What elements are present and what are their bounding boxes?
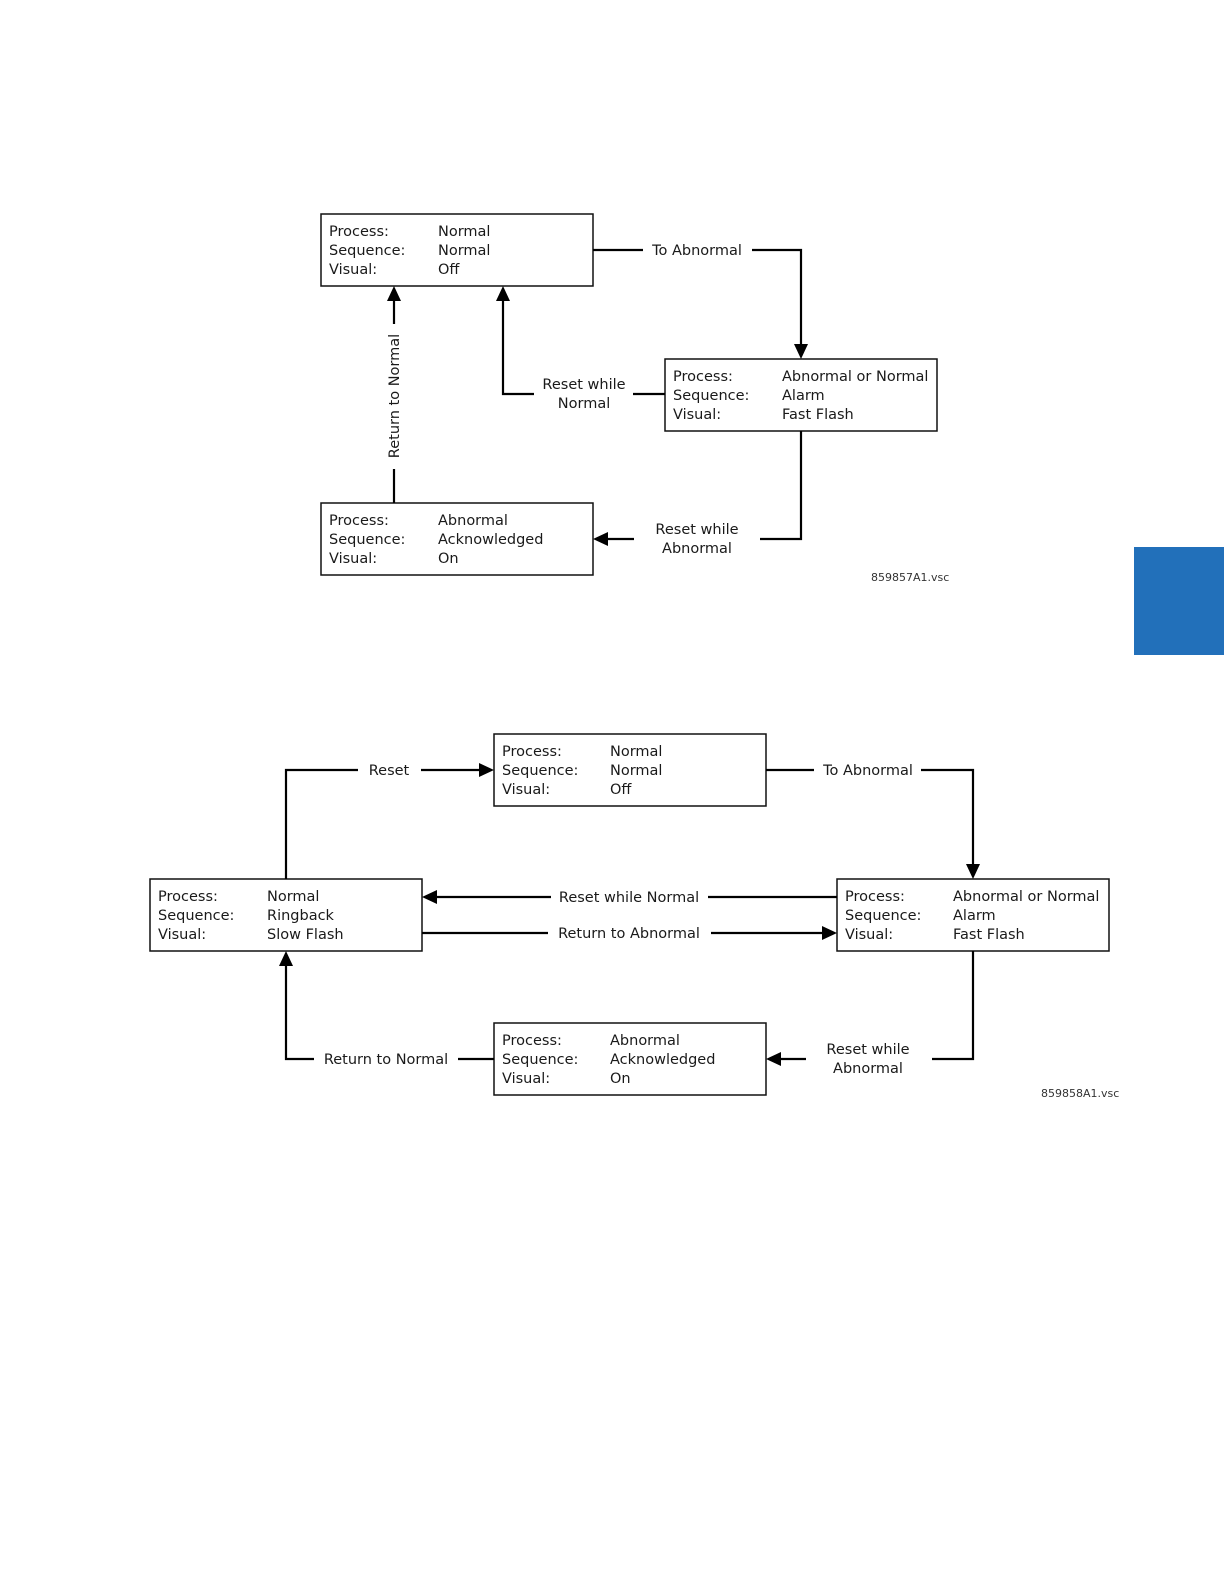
d2-state-normal: Process: Sequence: Visual: Normal Normal… <box>493 733 767 807</box>
transition-label-line-2: Abnormal <box>662 541 732 557</box>
transition-label: Return to Abnormal <box>558 926 700 942</box>
d1-transition-to-abnormal: To Abnormal <box>593 243 808 359</box>
process-value: Abnormal or Normal <box>782 369 928 385</box>
process-value: Abnormal or Normal <box>953 889 1099 905</box>
visual-value: Fast Flash <box>782 407 854 423</box>
transition-label-line-2: Abnormal <box>833 1061 903 1077</box>
sequence-value: Alarm <box>782 388 825 404</box>
transition-label-line-1: Reset while <box>655 522 738 538</box>
transition-label: To Abnormal <box>822 763 913 779</box>
d2-transition-return-to-abnormal: Return to Abnormal <box>422 926 837 942</box>
d1-file-id: 859857A1.vsc <box>871 571 949 584</box>
visual-label: Visual: <box>329 551 377 567</box>
sequence-label: Sequence: <box>502 1052 578 1068</box>
d1-state-acknowledged: Process: Sequence: Visual: Abnormal Ackn… <box>320 502 594 576</box>
d1-transition-reset-while-normal: Reset while Normal <box>496 286 665 412</box>
sequence-label: Sequence: <box>673 388 749 404</box>
visual-value: Slow Flash <box>267 927 344 943</box>
d1-state-alarm: Process: Sequence: Visual: Abnormal or N… <box>664 358 938 432</box>
process-label: Process: <box>845 889 905 905</box>
visual-label: Visual: <box>158 927 206 943</box>
transition-label-line-1: Reset while <box>542 377 625 393</box>
visual-value: Off <box>438 262 460 278</box>
visual-value: Off <box>610 782 632 798</box>
transition-label-line-1: Reset while <box>826 1042 909 1058</box>
sequence-label: Sequence: <box>845 908 921 924</box>
d2-state-alarm: Process: Sequence: Visual: Abnormal or N… <box>836 878 1110 952</box>
sequence-value: Acknowledged <box>438 532 543 548</box>
sequence-value: Normal <box>610 763 662 779</box>
visual-value: On <box>610 1071 631 1087</box>
sequence-label: Sequence: <box>158 908 234 924</box>
d1-transition-return-to-normal: Return to Normal <box>387 286 403 503</box>
d2-transition-reset-while-normal: Reset while Normal <box>422 890 837 906</box>
transition-label: Reset while Normal <box>559 890 699 906</box>
sequence-label: Sequence: <box>329 243 405 259</box>
process-label: Process: <box>673 369 733 385</box>
transition-label: Reset <box>369 763 410 779</box>
process-value: Normal <box>438 224 490 240</box>
visual-label: Visual: <box>502 1071 550 1087</box>
process-label: Process: <box>158 889 218 905</box>
diagram-2: Process: Sequence: Visual: Normal Normal… <box>149 733 1119 1100</box>
d2-state-acknowledged: Process: Sequence: Visual: Abnormal Ackn… <box>493 1022 767 1096</box>
sequence-value: Alarm <box>953 908 996 924</box>
transition-label: Return to Normal <box>324 1052 448 1068</box>
visual-value: Fast Flash <box>953 927 1025 943</box>
d2-transition-reset: Reset <box>284 763 494 879</box>
visual-label: Visual: <box>845 927 893 943</box>
process-value: Normal <box>610 744 662 760</box>
d2-state-ringback: Process: Sequence: Visual: Normal Ringba… <box>149 878 423 952</box>
d2-transition-reset-while-abnormal: Reset while Abnormal <box>766 951 975 1077</box>
visual-label: Visual: <box>502 782 550 798</box>
process-value: Abnormal <box>438 513 508 529</box>
sequence-label: Sequence: <box>502 763 578 779</box>
sequence-value: Normal <box>438 243 490 259</box>
visual-value: On <box>438 551 459 567</box>
process-label: Process: <box>329 513 389 529</box>
process-label: Process: <box>502 744 562 760</box>
sequence-value: Ringback <box>267 908 335 924</box>
process-label: Process: <box>329 224 389 240</box>
transition-label: To Abnormal <box>651 243 742 259</box>
d2-transition-to-abnormal: To Abnormal <box>766 763 980 879</box>
d2-transition-return-to-normal: Return to Normal <box>279 951 494 1068</box>
d1-state-normal: Process: Sequence: Visual: Normal Normal… <box>320 213 594 287</box>
d1-transition-reset-while-abnormal: Reset while Abnormal <box>593 431 803 557</box>
transition-label-line-2: Normal <box>558 396 610 412</box>
process-label: Process: <box>502 1033 562 1049</box>
visual-label: Visual: <box>329 262 377 278</box>
process-value: Abnormal <box>610 1033 680 1049</box>
process-value: Normal <box>267 889 319 905</box>
sequence-value: Acknowledged <box>610 1052 715 1068</box>
visual-label: Visual: <box>673 407 721 423</box>
d2-file-id: 859858A1.vsc <box>1041 1087 1119 1100</box>
chapter-tab <box>1134 547 1224 655</box>
sequence-label: Sequence: <box>329 532 405 548</box>
diagram-1: Process: Sequence: Visual: Normal Normal… <box>320 213 949 584</box>
transition-label: Return to Normal <box>387 334 403 458</box>
